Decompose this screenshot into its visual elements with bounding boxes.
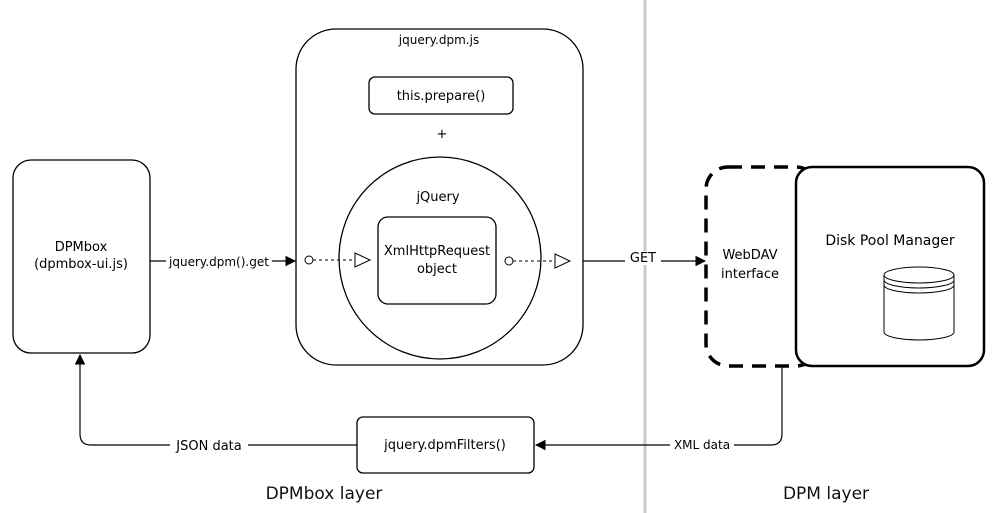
edge-get: GET	[583, 251, 707, 267]
dpmbox-layer-label: DPMbox layer	[266, 484, 383, 504]
dpmbox-subtitle: (dpmbox-ui.js)	[34, 257, 128, 272]
xhr-output-connector	[504, 253, 572, 269]
webdav-interface-node: WebDAV interface	[704, 165, 820, 368]
disk-pool-manager-label: Disk Pool Manager	[825, 233, 955, 249]
webdav-label-line1: WebDAV	[722, 248, 777, 263]
disk-pool-manager-node: Disk Pool Manager	[794, 165, 986, 368]
dpmbox-title: DPMbox	[55, 240, 108, 255]
edge-xml-data-label: XML data	[674, 438, 730, 452]
dpm-filters-label: jquery.dpmFilters()	[383, 438, 506, 453]
xhr-label-line2: object	[417, 262, 457, 277]
jquery-label: jQuery	[415, 190, 459, 205]
xhr-box	[377, 216, 497, 305]
dpmbox-node: DPMbox (dpmbox-ui.js)	[12, 159, 151, 354]
xhr-label-line1: XmlHttpRequest	[384, 244, 490, 259]
database-icon	[883, 266, 955, 341]
edge-xml-data: XML data	[534, 366, 783, 453]
edge-get-call: jquery.dpm().get	[150, 253, 297, 269]
edge-get-label: GET	[630, 251, 656, 266]
edge-json-data-label: JSON data	[175, 439, 241, 454]
edge-get-call-label: jquery.dpm().get	[168, 255, 269, 269]
dpm-layer-label: DPM layer	[783, 484, 869, 504]
jquery-dpm-js-node: jquery.dpm.js this.prepare() + jQuery Xm…	[295, 28, 584, 366]
prepare-box	[368, 76, 514, 115]
edge-json-data: JSON data	[74, 353, 357, 454]
webdav-label-line2: interface	[721, 267, 779, 282]
dpm-filters-node: jquery.dpmFilters()	[356, 416, 535, 474]
jquery-dpm-js-title: jquery.dpm.js	[398, 33, 479, 47]
prepare-label: this.prepare()	[397, 89, 486, 104]
xhr-input-connector	[304, 252, 372, 268]
plus-sign: +	[437, 127, 448, 142]
